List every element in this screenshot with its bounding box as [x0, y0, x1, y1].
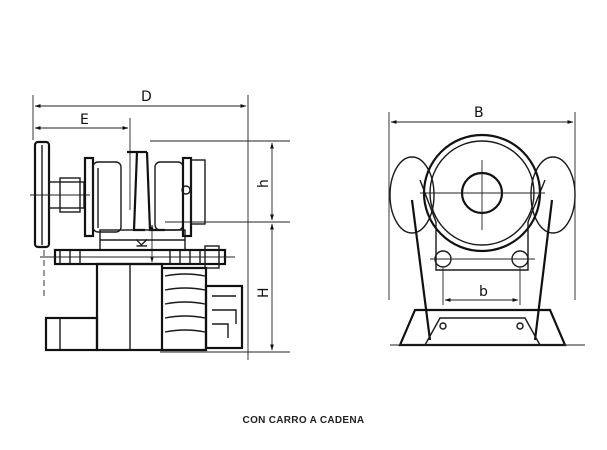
box-details: [212, 295, 237, 338]
gearbox: [44, 316, 99, 352]
right-wheel-flange: [181, 156, 193, 238]
motor-ribs: [164, 273, 206, 333]
dim-d-label: D: [141, 89, 152, 105]
dim-k-label: K: [135, 238, 151, 248]
dim-h-large-label: H: [256, 287, 272, 298]
right-side-wheel: [530, 156, 576, 234]
base-bolt-right: [516, 322, 524, 330]
right-side-plate: [190, 159, 206, 225]
left-wheel: [92, 161, 122, 233]
right-wheel: [154, 161, 184, 231]
dim-e-label: E: [80, 112, 89, 128]
base-bolt-left: [439, 322, 447, 330]
dim-h-small-label: h: [256, 179, 272, 188]
base-inner: [424, 317, 541, 346]
drawing-caption: CON CARRO A CADENA: [242, 415, 365, 426]
wheel-bolt: [181, 185, 191, 195]
dim-b-small-label: b: [479, 284, 488, 300]
motor-housing: [162, 266, 208, 352]
housing-inner: [419, 179, 546, 271]
dim-b-label: B: [474, 105, 484, 121]
side-view: D E h H K: [30, 89, 290, 360]
housing-sides: [410, 199, 554, 341]
left-side-wheel: [389, 156, 435, 234]
hoist-base: [398, 308, 567, 347]
front-view: B b: [388, 105, 585, 347]
electrical-box: [204, 284, 244, 350]
left-wheel-flange: [83, 156, 95, 238]
